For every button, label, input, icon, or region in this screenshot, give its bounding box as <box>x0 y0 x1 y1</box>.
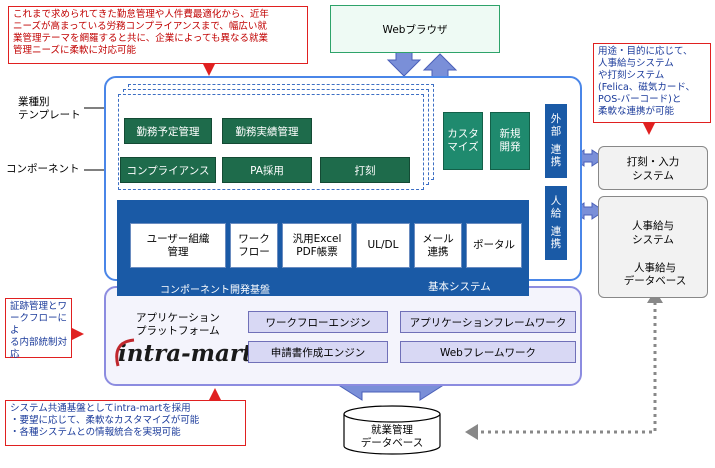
module-schedule: 勤務予定管理 <box>124 118 212 144</box>
engine-web-framework: Webフレームワーク <box>400 341 576 363</box>
engine-application-form: 申請書作成エンジン <box>248 341 388 363</box>
callout-left-middle: 証跡管理とワ ークフローによ る内部統制対 応 <box>5 298 72 360</box>
web-browser-box: Webブラウザ <box>330 5 500 53</box>
module-actual: 勤務実績管理 <box>222 118 312 144</box>
linkage-external: 外部 連携 <box>545 104 567 178</box>
intra-mart-logo-text: intra-mart <box>118 340 253 367</box>
intra-mart-logo-swoosh <box>115 338 135 367</box>
work-database-cylinder <box>343 405 441 455</box>
callout-top-left: これまで求められてきた勤怠管理や人件費最適化から、近年 ニーズが高まっている労務… <box>8 6 308 64</box>
web-browser-label: Webブラウザ <box>382 23 448 36</box>
callout-top-right: 用途・目的に応じて、 人事給与システム や打刻システム (Felica、磁気カー… <box>593 43 711 123</box>
component-mail: メール 連携 <box>414 223 462 268</box>
linkage-hr-payroll: 人給 連携 <box>545 186 567 260</box>
component-user-org: ユーザー組織 管理 <box>130 223 226 268</box>
app-platform-label: アプリケーション プラットフォーム <box>136 312 220 337</box>
component-base-label: コンポーネント開発基盤 <box>160 285 270 296</box>
box-new-development: 新規 開発 <box>490 112 530 170</box>
component-base-strip <box>117 270 407 296</box>
module-stamp: 打刻 <box>320 157 410 183</box>
label-component: コンポーネント <box>6 163 80 175</box>
db-connector-dotted <box>472 295 657 434</box>
db-connector-arrowhead-left <box>465 424 478 440</box>
hr-payroll-system: 人事給与 システム <box>598 196 708 298</box>
platform-frame <box>104 286 582 386</box>
module-pa-hiring: PA採用 <box>222 157 312 183</box>
module-compliance: コンプライアンス <box>120 157 216 183</box>
hr-payroll-system-label: 人事給与 システム <box>632 220 674 246</box>
callout-tail-top-left <box>203 64 215 76</box>
browser-arrow-up <box>422 53 458 79</box>
callout-bottom-left: システム共通基盤としてintra-martを採用 ・要望に応じて、柔軟なカスタマ… <box>5 400 246 446</box>
component-ul-dl: UL/DL <box>356 223 410 268</box>
hr-database-label: 人事給与 データベース <box>623 262 687 287</box>
stamp-input-system: 打刻・入力 システム <box>598 146 708 190</box>
callout-tail-bottom <box>209 388 221 400</box>
intra-mart-logo: intra-mart® <box>118 340 260 367</box>
label-industry-template: 業種別 テンプレート <box>18 96 81 121</box>
basic-system-label: 基本システム <box>428 281 491 293</box>
callout-tail-top-right <box>643 123 655 135</box>
engine-app-framework: アプリケーションフレームワーク <box>400 311 576 333</box>
component-workflow: ワーク フロー <box>230 223 278 268</box>
browser-arrow-down <box>386 51 422 77</box>
box-customize: カスタ マイズ <box>443 112 483 170</box>
engine-workflow: ワークフローエンジン <box>248 311 388 333</box>
component-excel-pdf: 汎用Excel PDF帳票 <box>282 223 352 268</box>
work-database-label: 就業管理 データベース <box>360 424 424 449</box>
callout-tail-left <box>72 328 84 340</box>
component-portal: ポータル <box>466 223 522 268</box>
